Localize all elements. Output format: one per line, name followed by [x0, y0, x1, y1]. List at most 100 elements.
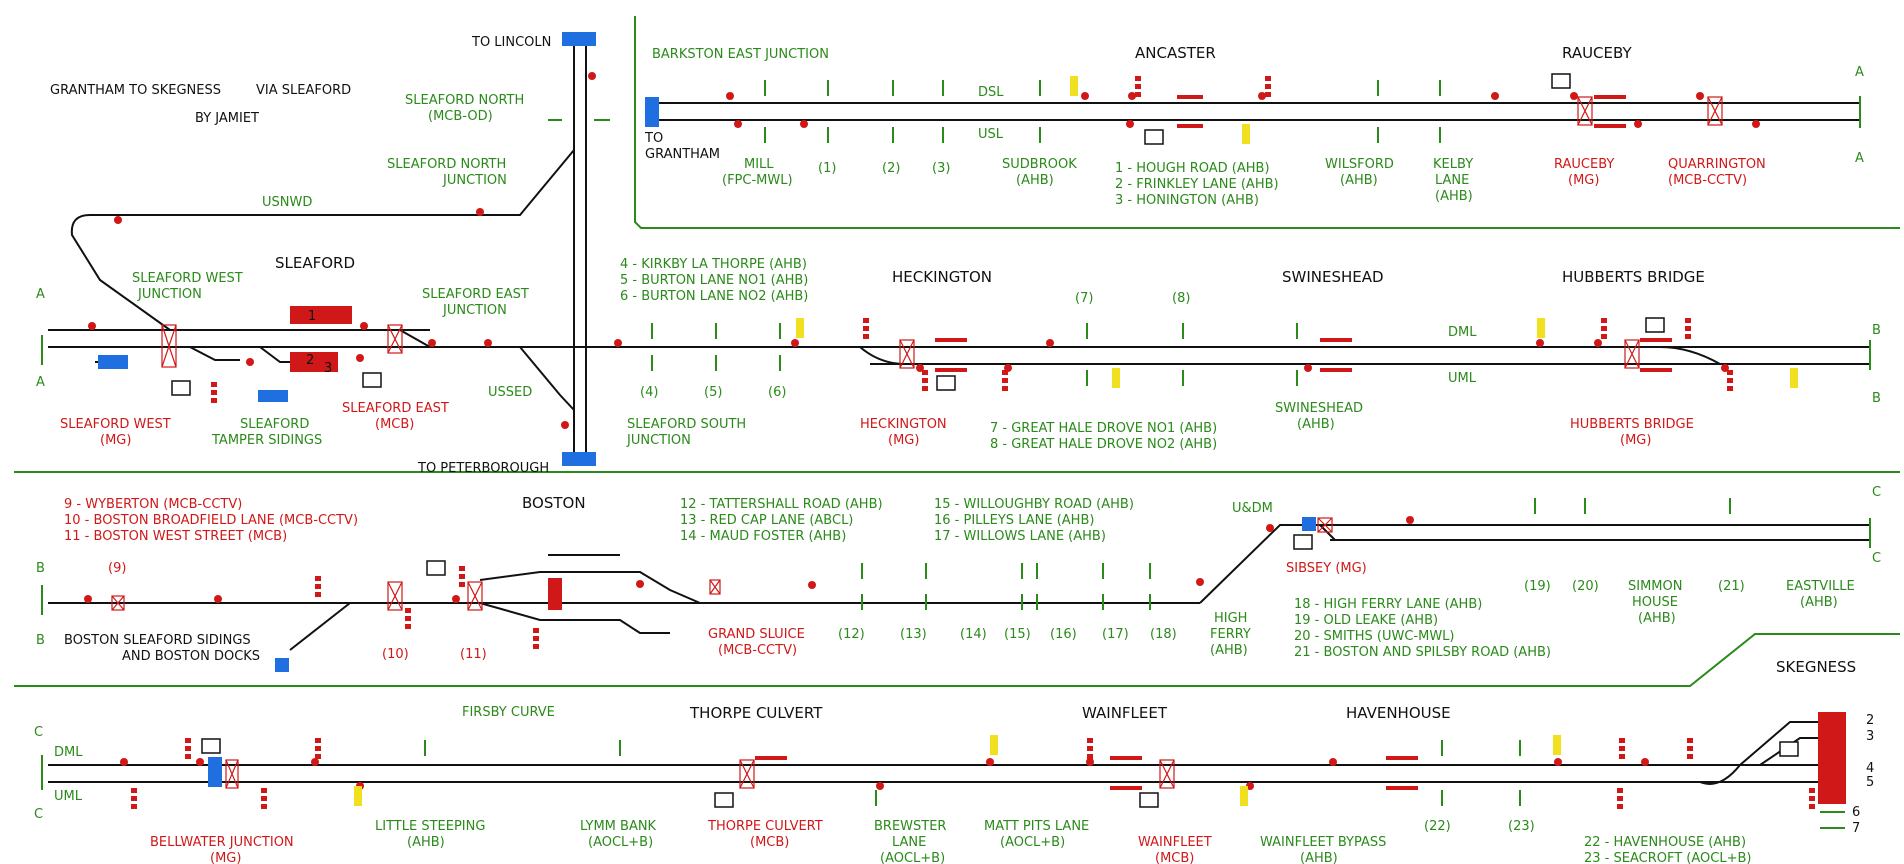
legend-11: 11 - BOSTON WEST STREET (MCB) — [64, 529, 287, 544]
signal — [808, 581, 816, 589]
box-sleaford-west-2: (MG) — [100, 433, 131, 448]
rauceby-platform — [1594, 95, 1626, 99]
signal-box-icon — [936, 375, 956, 391]
boston-platform — [548, 578, 562, 610]
distant-signal — [796, 318, 804, 338]
label-usnwd: USNWD — [262, 195, 312, 210]
label-ussed: USSED — [488, 385, 532, 400]
track-docks — [289, 602, 351, 651]
legend-14: 14 - MAUD FOSTER (AHB) — [680, 529, 846, 544]
signal — [1086, 758, 1094, 766]
label-firsby: FIRSBY CURVE — [462, 705, 555, 720]
hubberts-platform — [1640, 368, 1672, 372]
sleaford-platform-1 — [290, 306, 352, 324]
box-sleaford-east-2: (MCB) — [375, 417, 414, 432]
label-matt-2: (AOCL+B) — [1000, 835, 1065, 850]
title-via: VIA SLEAFORD — [256, 83, 351, 98]
legend-16: 16 - PILLEYS LANE (AHB) — [934, 513, 1094, 528]
station-heckington: HECKINGTON — [892, 268, 992, 286]
signal-box-icon — [714, 792, 734, 808]
track-hubberts-jn — [1659, 346, 1721, 365]
label-high-ferry-2: FERRY — [1210, 627, 1251, 642]
platform-5-skegness: 5 — [1866, 775, 1874, 790]
signal — [428, 339, 436, 347]
signal — [791, 339, 799, 347]
track-boston-lower — [479, 602, 670, 634]
signal — [1594, 339, 1602, 347]
sleaford-platform-2-3 — [290, 352, 338, 372]
label-udm: U&DM — [1232, 501, 1273, 516]
box-heckington-2: (MG) — [888, 433, 919, 448]
signal — [1126, 120, 1134, 128]
station-thorpe: THORPE CULVERT — [689, 704, 823, 722]
crossing-hubberts — [1624, 339, 1640, 369]
label-dsl: DSL — [978, 85, 1004, 100]
label-north-jn-2: JUNCTION — [442, 173, 507, 188]
platform-2-label: 2 — [306, 353, 314, 368]
crossing-wyberton — [111, 595, 125, 611]
title-block: GRANTHAM TO SKEGNESS VIA SLEAFORD BY JAM… — [50, 83, 351, 126]
signal — [1570, 92, 1578, 100]
label-n21: (21) — [1718, 579, 1745, 594]
wainfleet-platform — [1110, 756, 1142, 760]
label-n15: (15) — [1004, 627, 1031, 642]
distant-signal — [1112, 368, 1120, 388]
label-n10: (10) — [382, 647, 409, 662]
signal — [246, 358, 254, 366]
signal — [484, 339, 492, 347]
signal — [636, 580, 644, 588]
legend-5: 5 - BURTON LANE NO1 (AHB) — [620, 273, 808, 288]
label-n22: (22) — [1424, 819, 1451, 834]
station-rauceby: RAUCEBY — [1562, 44, 1632, 62]
crossing-west-street — [467, 581, 483, 611]
row2-labels: A A 4 - KIRKBY LA THORPE (AHB) 5 - BURTO… — [36, 257, 1881, 452]
signal — [561, 421, 569, 429]
label-n3: (3) — [932, 161, 950, 176]
label-n11: (11) — [460, 647, 487, 662]
signal — [588, 72, 596, 80]
legend-4: 4 - KIRKBY LA THORPE (AHB) — [620, 257, 807, 272]
sleaford-labels: TO LINCOLN TO PETERBOROUGH SLEAFORD NORT… — [60, 35, 746, 476]
label-sleaford-north-2: (MCB-OD) — [428, 109, 493, 124]
track-usnwd — [70, 149, 575, 331]
label-b-row2-bottom: B — [1872, 391, 1881, 406]
crossing-thorpe — [739, 759, 755, 789]
box-rauceby-1: RAUCEBY — [1554, 157, 1614, 172]
label-little-steeping-2: (AHB) — [407, 835, 445, 850]
signal-box-icon — [426, 560, 446, 576]
label-row4-dml: DML — [54, 745, 83, 760]
label-west-jn-1: SLEAFORD WEST — [132, 271, 243, 286]
legend-17: 17 - WILLOWS LANE (AHB) — [934, 529, 1106, 544]
label-n6: (6) — [768, 385, 786, 400]
track-skegness-jn — [1699, 764, 1741, 785]
label-c-row3-top: C — [1872, 485, 1881, 500]
legend-3: 3 - HONINGTON (AHB) — [1115, 193, 1259, 208]
station-blocks — [98, 32, 1846, 804]
signal — [614, 339, 622, 347]
track-ussed — [519, 346, 575, 411]
label-b-row3-bottom: B — [36, 633, 45, 648]
label-n23: (23) — [1508, 819, 1535, 834]
heckington-platform — [935, 338, 967, 342]
box-sleaford-west-1: SLEAFORD WEST — [60, 417, 171, 432]
legend-21: 21 - BOSTON AND SPILSBY ROAD (AHB) — [1294, 645, 1551, 660]
signal — [476, 208, 484, 216]
signal — [1554, 758, 1562, 766]
legend-12: 12 - TATTERSHALL ROAD (AHB) — [680, 497, 883, 512]
station-skegness: SKEGNESS — [1776, 658, 1856, 676]
station-wainfleet: WAINFLEET — [1082, 704, 1168, 722]
label-east-jn-1: SLEAFORD EAST — [422, 287, 529, 302]
label-barkston: BARKSTON EAST JUNCTION — [652, 47, 829, 62]
signal — [311, 758, 319, 766]
distant-signals — [354, 76, 1798, 806]
signal-box-icon — [1779, 741, 1799, 757]
box-thorpe-2: (MCB) — [750, 835, 789, 850]
label-a-top: A — [1855, 65, 1864, 80]
legend-2: 2 - FRINKLEY LANE (AHB) — [1115, 177, 1279, 192]
signal — [1081, 92, 1089, 100]
box-sleaford-east-1: SLEAFORD EAST — [342, 401, 449, 416]
signal — [84, 595, 92, 603]
box-sibsey: SIBSEY (MG) — [1286, 561, 1367, 576]
signal — [876, 782, 884, 790]
row1-labels: BARKSTON EAST JUNCTION TO GRANTHAM DSL U… — [644, 44, 1864, 208]
